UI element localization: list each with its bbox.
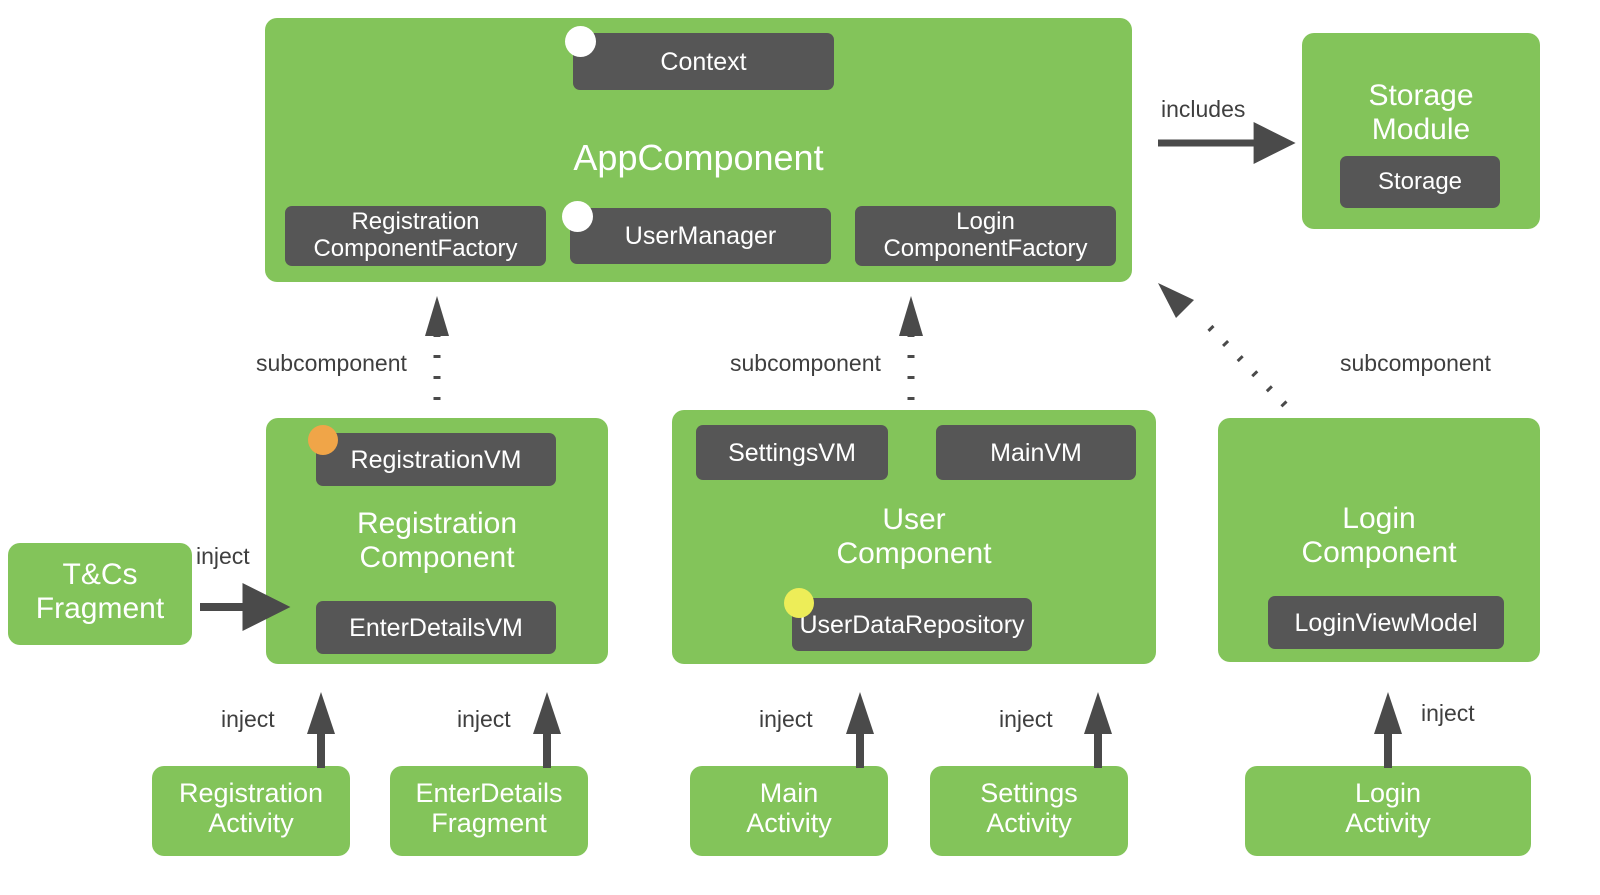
component-login-title: Login Component <box>1301 502 1457 569</box>
binding-login-component-factory[interactable]: Login ComponentFactory <box>855 206 1116 266</box>
arrow-inject-registration-activity <box>307 692 335 768</box>
client-main-activity-label: Main Activity <box>746 778 832 839</box>
binding-registration-component-factory[interactable]: Registration ComponentFactory <box>285 206 546 266</box>
module-storage-title: Storage Module <box>1368 79 1474 146</box>
client-main-activity[interactable]: Main Activity <box>690 766 888 856</box>
binding-user-data-repository[interactable]: UserDataRepository <box>792 598 1032 651</box>
component-app-title: AppComponent <box>573 137 824 178</box>
client-login-activity-label: Login Activity <box>1345 778 1431 839</box>
client-registration-activity[interactable]: Registration Activity <box>152 766 350 856</box>
component-registration-title: Registration Component <box>356 507 518 574</box>
edge-label-inject-tcs: inject <box>196 543 250 569</box>
arrow-subcomponent-user <box>899 296 923 400</box>
edge-label-inject-enterdetails-fragment: inject <box>457 706 511 732</box>
context-scope-dot <box>565 26 596 57</box>
client-enterdetails-fragment[interactable]: EnterDetails Fragment <box>390 766 588 856</box>
arrow-subcomponent-login <box>1158 283 1288 408</box>
edge-label-inject-main-activity: inject <box>759 706 813 732</box>
component-user-title: User Component <box>836 503 992 570</box>
binding-context[interactable]: Context <box>573 33 834 90</box>
binding-settings-vm[interactable]: SettingsVM <box>696 425 888 480</box>
edge-label-inject-settings-activity: inject <box>999 706 1053 732</box>
client-settings-activity-label: Settings Activity <box>980 778 1078 839</box>
client-login-activity[interactable]: Login Activity <box>1245 766 1531 856</box>
registration-vm-scope-dot <box>308 425 338 455</box>
binding-user-manager[interactable]: UserManager <box>570 208 831 264</box>
arrow-inject-main-activity <box>846 692 874 768</box>
edge-label-subcomponent-registration: subcomponent <box>256 350 407 376</box>
arrow-inject-login-activity <box>1374 692 1402 768</box>
client-tcs-fragment[interactable]: T&Cs Fragment <box>8 543 192 645</box>
binding-enter-details-vm[interactable]: EnterDetailsVM <box>316 601 556 654</box>
arrow-subcomponent-registration <box>425 296 449 400</box>
user-data-repository-scope-dot <box>784 588 814 618</box>
edge-label-inject-login-activity: inject <box>1421 700 1475 726</box>
edge-label-includes: includes <box>1161 96 1246 122</box>
arrow-inject-enterdetails-fragment <box>533 692 561 768</box>
user-manager-scope-dot <box>562 201 593 232</box>
binding-main-vm[interactable]: MainVM <box>936 425 1136 480</box>
binding-storage[interactable]: Storage <box>1340 156 1500 208</box>
client-tcs-fragment-label: T&Cs Fragment <box>35 558 165 625</box>
client-registration-activity-label: Registration Activity <box>178 778 324 839</box>
edge-label-subcomponent-user: subcomponent <box>730 350 881 376</box>
edge-label-subcomponent-login: subcomponent <box>1340 350 1491 376</box>
edge-label-inject-registration-activity: inject <box>221 706 275 732</box>
binding-login-view-model[interactable]: LoginViewModel <box>1268 596 1504 649</box>
arrow-inject-settings-activity <box>1084 692 1112 768</box>
binding-registration-vm[interactable]: RegistrationVM <box>316 433 556 486</box>
client-enterdetails-fragment-label: EnterDetails Fragment <box>415 778 563 839</box>
client-settings-activity[interactable]: Settings Activity <box>930 766 1128 856</box>
